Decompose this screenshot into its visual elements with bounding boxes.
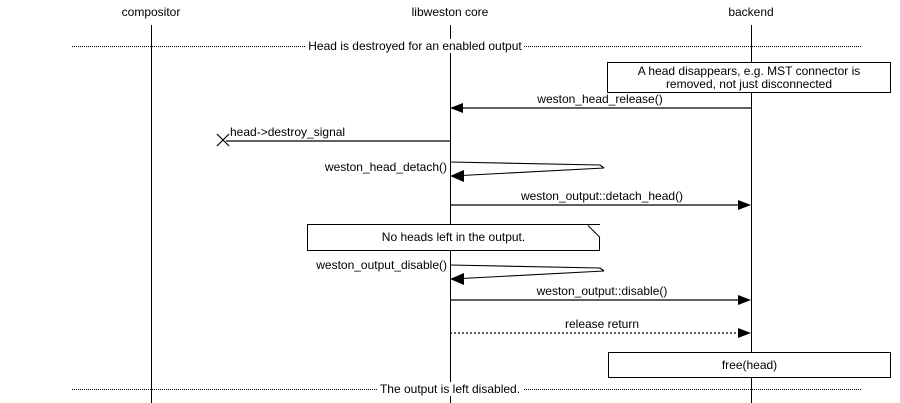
- note-no-heads-left: No heads left in the output.: [307, 224, 600, 251]
- note-no-heads-left-text: No heads left in the output.: [381, 230, 526, 244]
- bottom-separator-label: The output is left disabled.: [376, 382, 524, 396]
- lifeline-libweston-core: [450, 25, 451, 403]
- note-head-disappears-line2: removed, not just disconnected: [665, 76, 833, 91]
- msg-label-head-destroy-signal: head->destroy_signal: [230, 125, 346, 139]
- msg-label-weston-output-disable: weston_output::disable(): [536, 284, 668, 298]
- msg-label-weston-output-disable-call: weston_output_disable(): [316, 258, 447, 272]
- note-free-head: free(head): [608, 352, 891, 378]
- msg-label-weston-output-detach-head: weston_output::detach_head(): [520, 189, 684, 203]
- actor-label-compositor: compositor: [121, 5, 181, 19]
- note-free-head-text: free(head): [721, 357, 778, 372]
- msg-label-weston-head-detach: weston_head_detach(): [324, 160, 447, 174]
- lifeline-backend: [751, 25, 752, 403]
- actor-label-libweston-core: libweston core: [411, 5, 489, 19]
- arrow-weston-head-detach-self: [449, 161, 605, 182]
- msg-label-release-return: release return: [564, 317, 640, 331]
- msg-label-weston-head-release: weston_head_release(): [537, 92, 663, 106]
- top-separator-label: Head is destroyed for an enabled output: [305, 39, 525, 53]
- note-head-disappears: A head disappears, e.g. MST connector is…: [607, 62, 891, 93]
- note-head-disappears-line1: A head disappears, e.g. MST connector is: [637, 63, 861, 78]
- actor-label-backend: backend: [728, 5, 774, 19]
- note-no-heads-left-fold-icon: [588, 225, 600, 237]
- lifeline-compositor: [151, 25, 152, 403]
- arrow-weston-output-disable-self: [449, 264, 605, 285]
